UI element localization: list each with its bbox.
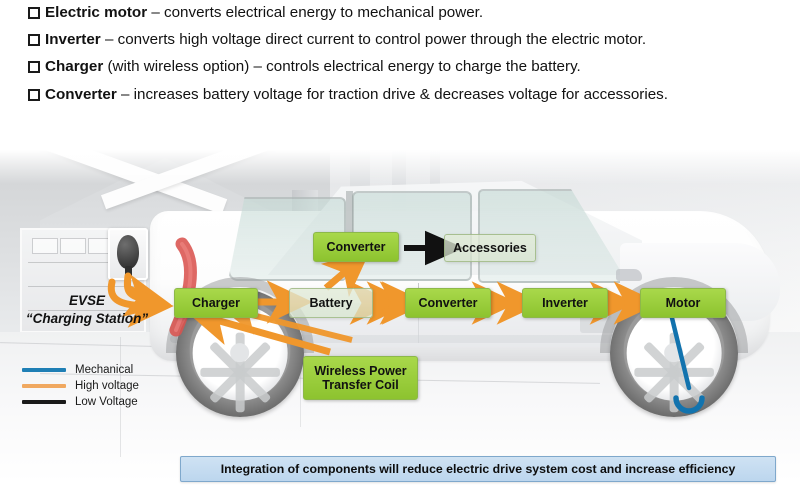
bullet-term: Electric motor — [45, 4, 148, 21]
legend-label-low-voltage: Low Voltage — [75, 396, 138, 408]
legend-item-high-voltage: High voltage — [22, 378, 152, 394]
checkbox-bullet-icon — [28, 34, 40, 47]
legend-label-mechanical: Mechanical — [75, 364, 134, 376]
evse-label-line1: EVSE — [68, 293, 106, 308]
box-converter-aux[interactable]: Converter — [313, 232, 399, 262]
legend-swatch-mechanical — [22, 368, 66, 372]
evse-label-line2: “Charging Station” — [25, 311, 149, 327]
legend: Mechanical High voltage Low Voltage — [22, 362, 152, 410]
box-converter-main[interactable]: Converter — [405, 288, 491, 318]
bullet-item: Inverter – converts high voltage direct … — [28, 31, 788, 49]
wall-outlet — [108, 228, 148, 280]
box-battery[interactable]: Battery — [289, 288, 373, 318]
wireless-coil-line1: Wireless Power — [314, 364, 407, 378]
legend-swatch-high-voltage — [22, 384, 66, 388]
evse-label: EVSE “Charging Station” — [12, 292, 162, 328]
summary-banner: Integration of components will reduce el… — [180, 456, 776, 482]
side-mirror — [616, 269, 642, 281]
charging-plug-icon — [117, 235, 139, 269]
checkbox-bullet-icon — [28, 7, 40, 19]
photo-top-fade — [0, 150, 800, 184]
box-motor[interactable]: Motor — [640, 288, 726, 318]
bullet-item: Electric motor – converts electrical ene… — [28, 4, 788, 22]
bullet-term: Converter — [45, 85, 117, 103]
bullet-term: Inverter — [45, 31, 101, 49]
bullet-rest: – converts electrical energy to mechanic… — [147, 4, 484, 21]
rear-rim — [192, 305, 288, 413]
bullet-rest: – increases battery voltage for traction… — [116, 85, 668, 103]
legend-swatch-low-voltage — [22, 400, 66, 404]
legend-label-high-voltage: High voltage — [75, 380, 139, 392]
bullet-text: Electric motor – converts electrical ene… — [45, 4, 788, 22]
checkbox-bullet-icon — [28, 61, 40, 74]
checkbox-bullet-icon — [28, 88, 40, 101]
legend-item-low-voltage: Low Voltage — [22, 394, 152, 410]
bullet-text: Charger (with wireless option) – control… — [45, 58, 788, 76]
bullet-term: Charger — [45, 58, 104, 76]
plug-cable-neck — [125, 266, 132, 278]
box-inverter[interactable]: Inverter — [522, 288, 608, 318]
box-accessories[interactable]: Accessories — [444, 234, 536, 262]
box-charger[interactable]: Charger — [174, 288, 258, 318]
legend-item-mechanical: Mechanical — [22, 362, 152, 378]
bullet-rest: – converts high voltage direct current t… — [100, 31, 647, 49]
bullet-text: Inverter – converts high voltage direct … — [45, 31, 788, 49]
bullet-text: Converter – increases battery voltage fo… — [45, 86, 788, 104]
bullet-item: Converter – increases battery voltage fo… — [28, 86, 788, 104]
bullet-item: Charger (with wireless option) – control… — [28, 58, 788, 76]
wireless-coil-line2: Transfer Coil — [322, 378, 399, 392]
bullet-list: Electric motor – converts electrical ene… — [28, 4, 788, 113]
box-wireless-power-transfer-coil[interactable]: Wireless Power Transfer Coil — [303, 356, 418, 400]
bullet-rest: (with wireless option) – controls electr… — [103, 58, 581, 76]
front-rim — [626, 305, 722, 413]
